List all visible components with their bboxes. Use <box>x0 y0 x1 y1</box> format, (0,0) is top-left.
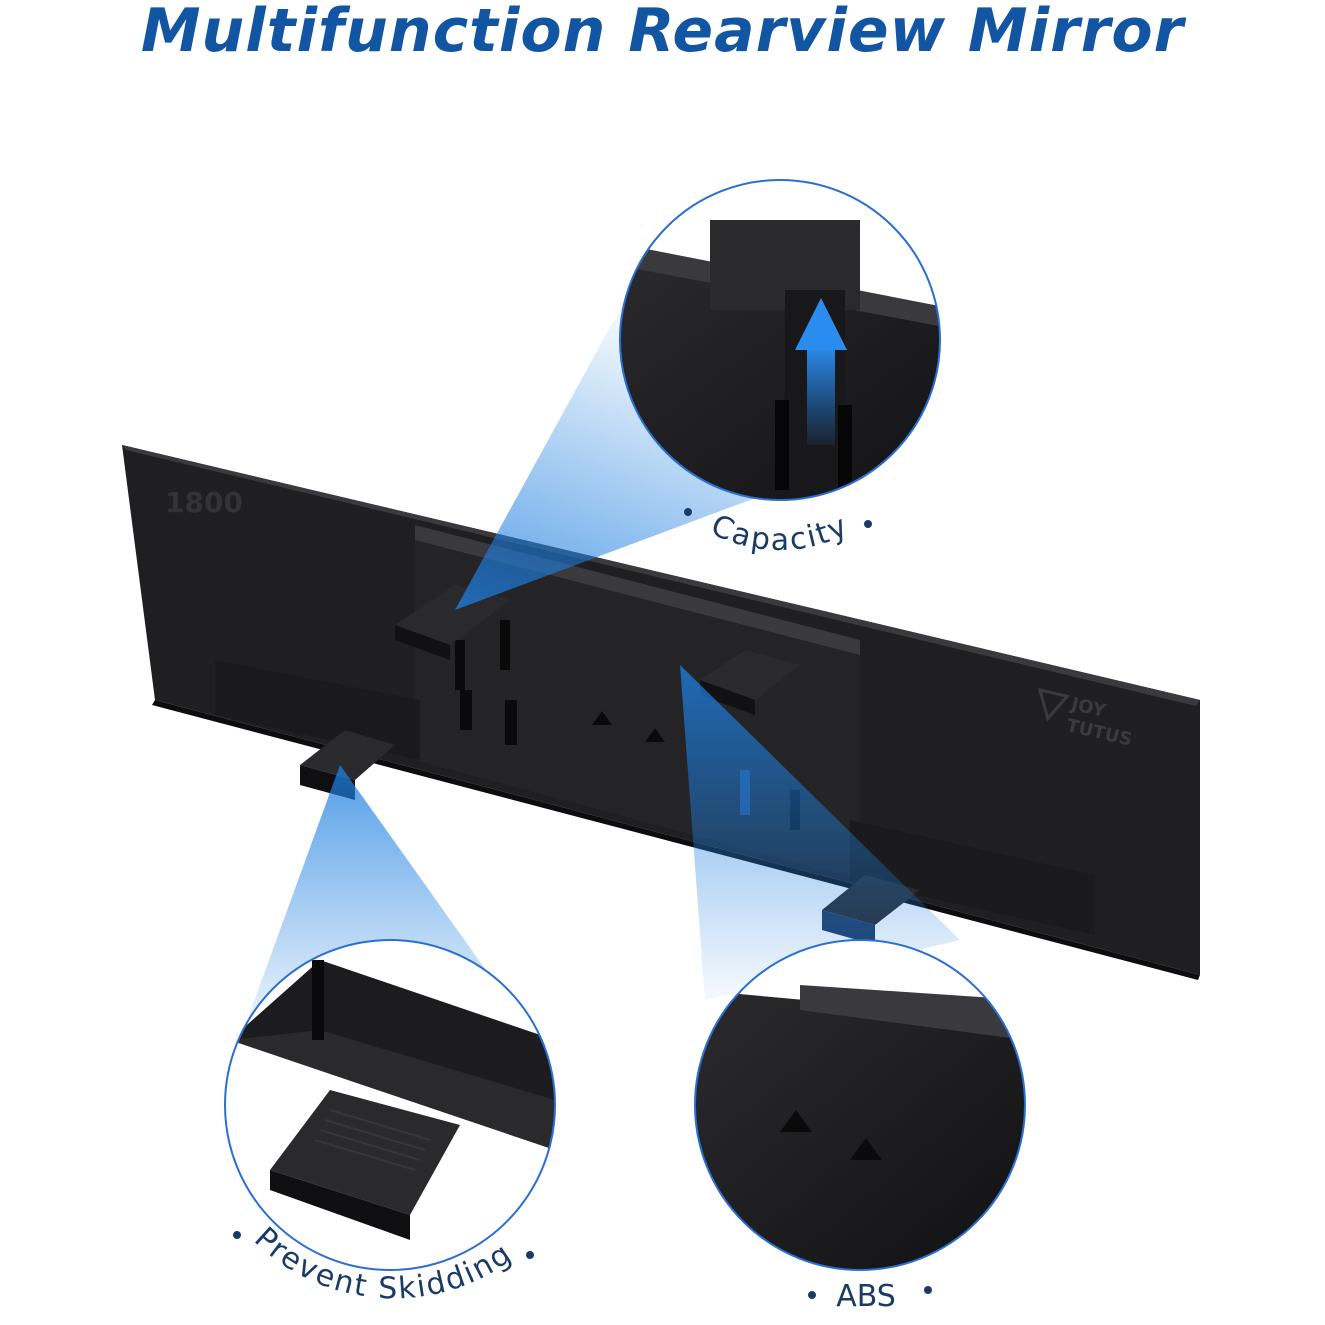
beam-capacity <box>455 300 790 610</box>
page-title: Multifunction Rearview Mirror <box>140 0 1185 66</box>
callout-prevent-skidding: Prevent Skidding <box>224 939 556 1307</box>
callout-abs: ABS <box>694 939 1026 1314</box>
top-clip-right <box>700 650 800 715</box>
callout-capacity-label: Capacity <box>706 508 854 558</box>
screw-hole-icon <box>850 1138 882 1160</box>
grip-texture <box>314 1109 431 1171</box>
beam-abs <box>680 665 960 1000</box>
screw-hole-icon <box>645 728 665 742</box>
screw-hole-icon <box>592 711 612 725</box>
callout-abs-label: ABS <box>836 1279 896 1314</box>
model-mark: 1800 <box>165 486 243 519</box>
callout-capacity: Capacity <box>619 179 941 558</box>
screw-hole-icon <box>780 1110 812 1132</box>
arrow-up-icon <box>795 298 847 445</box>
